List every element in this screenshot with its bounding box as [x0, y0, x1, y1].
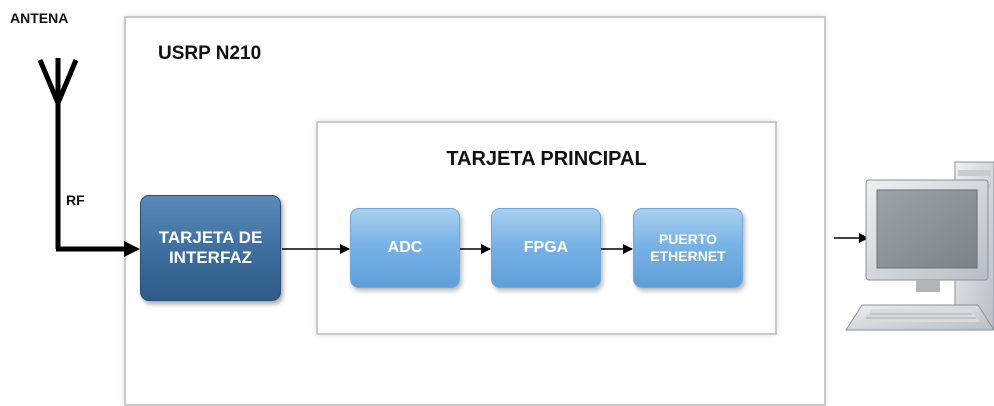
rf-feed-arrow: [56, 241, 140, 257]
adc-block: ADC: [350, 208, 460, 288]
ethernet-port-label: PUERTO ETHERNET: [650, 231, 726, 264]
tarjeta-principal-title: TARJETA PRINCIPAL: [446, 148, 647, 170]
fpga-label: FPGA: [523, 239, 569, 257]
antenna-icon: [37, 58, 79, 249]
ethernet-port-block: PUERTO ETHERNET: [633, 208, 743, 288]
antena-label: ANTENA: [10, 10, 69, 26]
rf-label: RF: [66, 192, 85, 208]
usrp-title: USRP N210: [158, 43, 262, 64]
interface-board-label: TARJETA DE INTERFAZ: [158, 227, 263, 267]
interface-board-block: TARJETA DE INTERFAZ: [140, 195, 281, 301]
fpga-block: FPGA: [491, 208, 601, 288]
diagram-connectors: [37, 58, 994, 331]
adc-label: ADC: [387, 239, 423, 257]
computer-icon: [845, 161, 994, 331]
